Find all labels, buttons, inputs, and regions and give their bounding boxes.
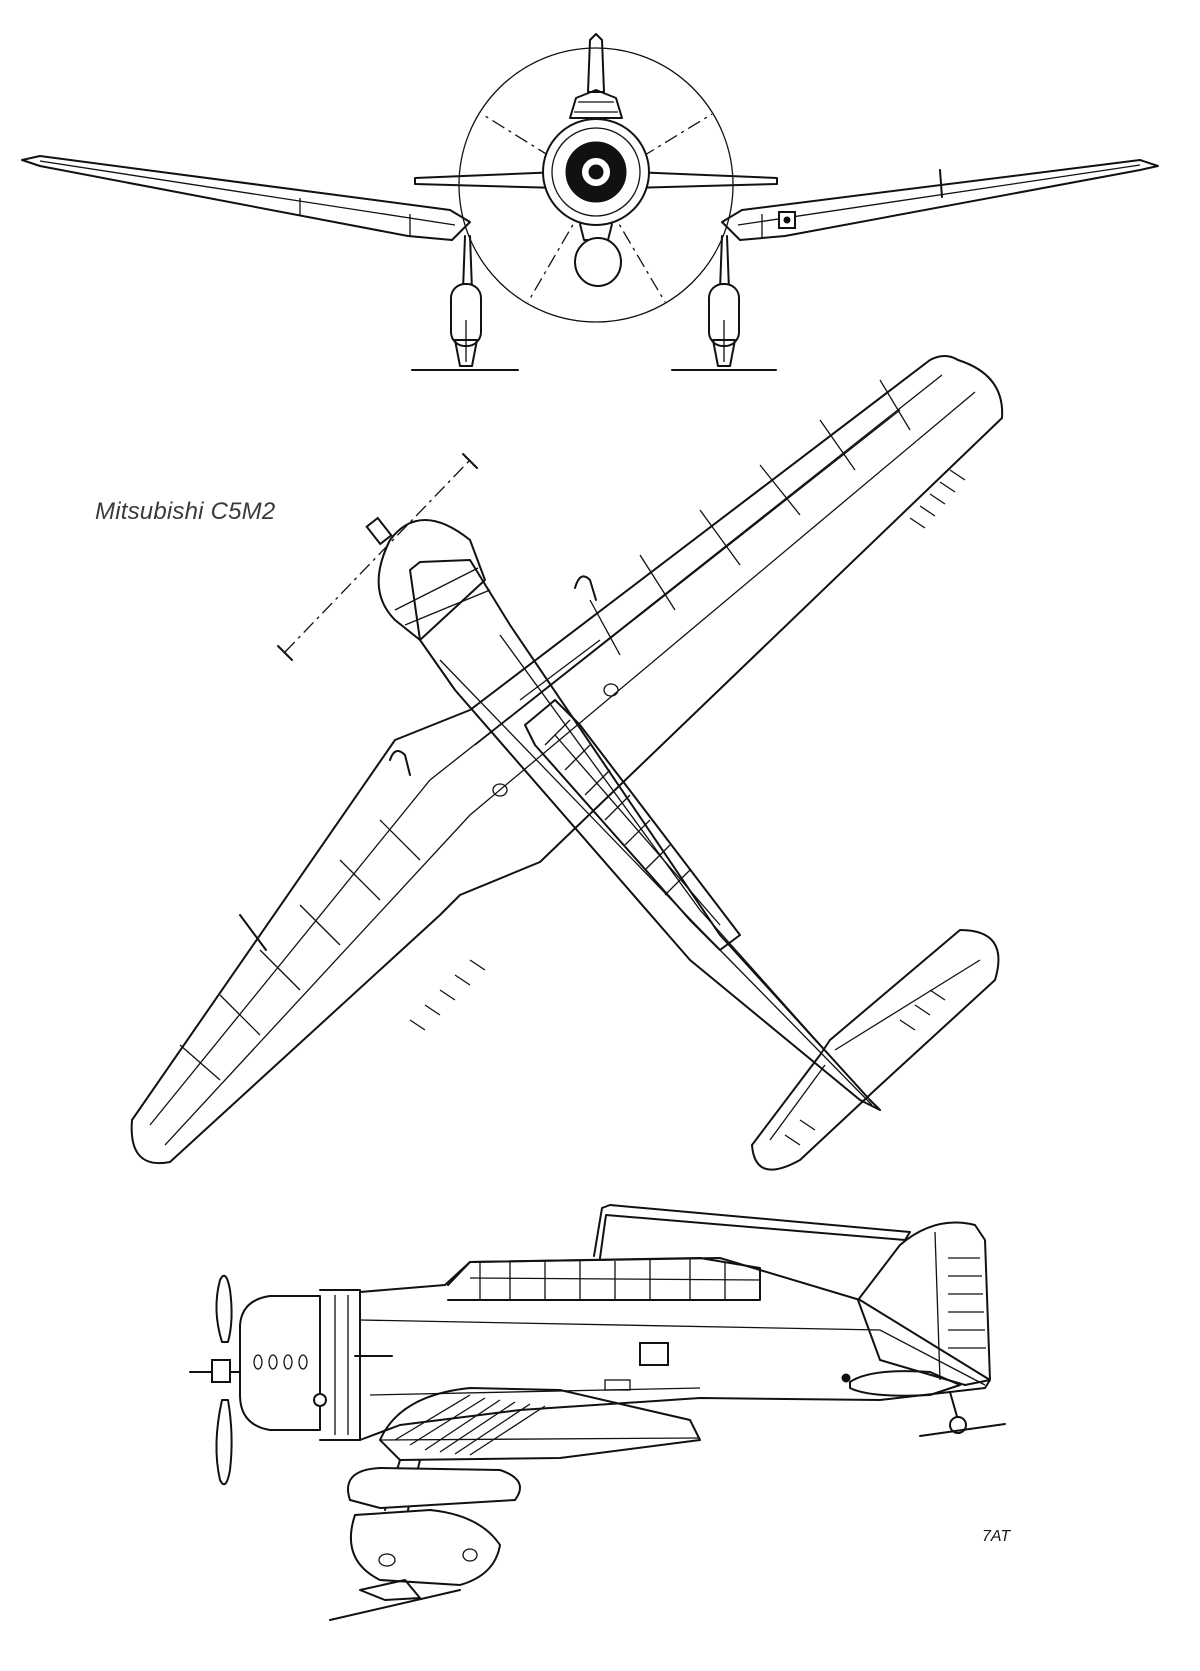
prop-blade-line <box>595 113 713 186</box>
fin-rudder-side <box>857 1221 991 1386</box>
left-wing-front <box>21 155 471 241</box>
side-view <box>189 1204 1006 1621</box>
propeller-side <box>215 1274 233 1343</box>
nose-plan <box>377 519 486 641</box>
prop-arc-line <box>284 459 471 653</box>
aileron-hatching <box>409 469 966 1031</box>
canopy-front <box>569 89 623 119</box>
prop-blade-line <box>527 184 597 303</box>
antenna-mast <box>593 1204 911 1259</box>
tailplane-side <box>849 1370 961 1397</box>
tailplane-plan <box>751 929 1000 1171</box>
front-view <box>21 33 1159 371</box>
fuselage-side <box>359 1257 991 1441</box>
cowling-side <box>239 1295 321 1431</box>
pitot-tube-plan <box>239 914 267 951</box>
wing-fillet-bump <box>574 575 597 601</box>
artist-initials: 7AT <box>982 1528 1011 1545</box>
wing-fillet-bump <box>389 750 411 776</box>
wing-ribs <box>179 379 911 1081</box>
fuselage-plan <box>409 559 881 1111</box>
prop-blade-line <box>481 113 597 186</box>
spinner-plan <box>365 516 393 546</box>
right-wing-front <box>721 159 1159 241</box>
wing-plan <box>130 355 1004 1165</box>
fin-front <box>587 33 605 93</box>
wing-side <box>379 1387 701 1461</box>
belly-fairing <box>574 237 622 287</box>
pitot-tube <box>939 169 943 198</box>
tailwheel <box>949 1416 967 1434</box>
right-landing-gear-front <box>719 235 730 291</box>
aircraft-title: Mitsubishi C5M2 <box>95 498 276 525</box>
left-landing-gear-front <box>462 235 473 291</box>
canopy-plan <box>524 699 741 951</box>
side-hatch <box>639 1342 669 1366</box>
canopy-side <box>447 1257 761 1301</box>
plan-view <box>130 355 1004 1171</box>
tailwheel-strut <box>949 1391 959 1421</box>
prop-blade-line <box>595 184 666 303</box>
